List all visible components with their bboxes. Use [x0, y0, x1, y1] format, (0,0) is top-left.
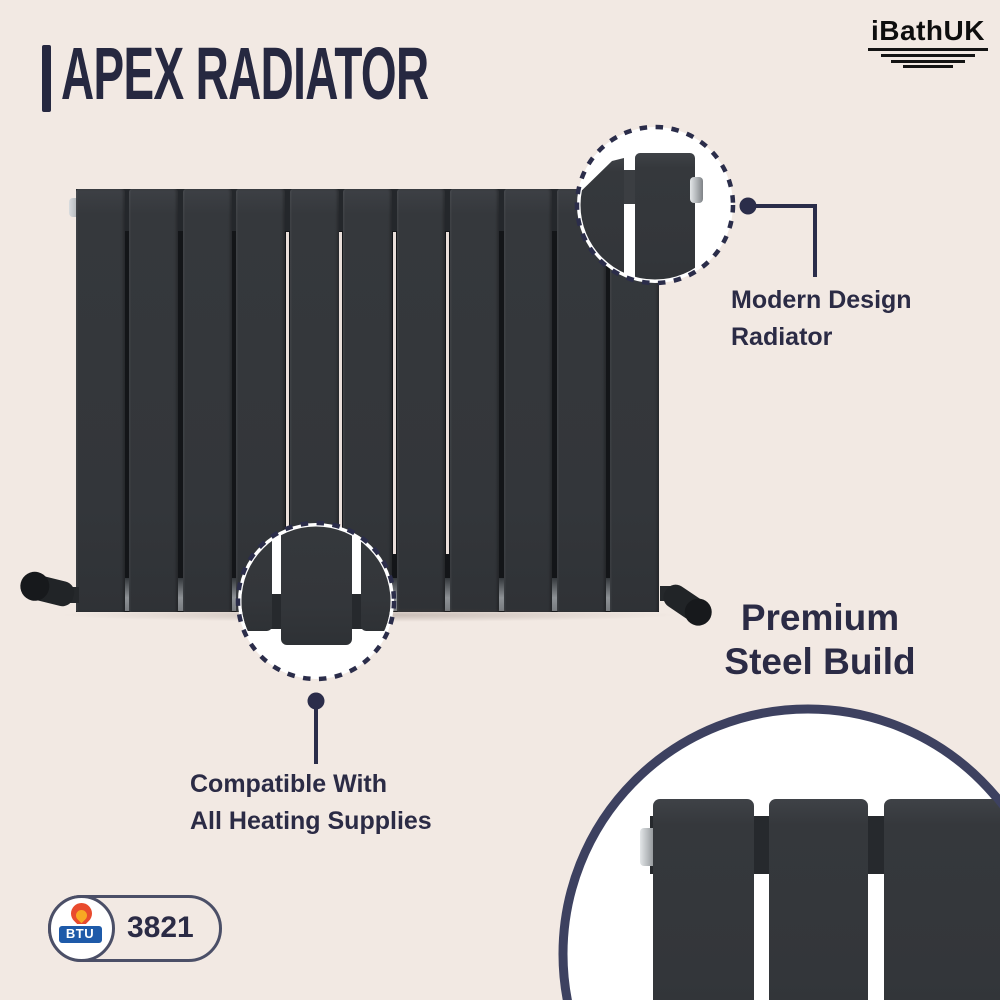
radiator-panel: [503, 189, 553, 612]
radiator-panel: [236, 189, 286, 612]
leader-dot: [307, 692, 325, 710]
radiator-panel: [129, 189, 179, 612]
radiator-gap-light: [446, 232, 450, 554]
radiator-gap-light: [392, 232, 396, 554]
radiator-panel: [396, 189, 446, 612]
page-title: APEX RADIATOR: [61, 32, 429, 115]
radiator-panel: [182, 189, 232, 612]
radiator-gap-light: [339, 232, 343, 554]
btu-rating-badge: BTU 3821: [47, 894, 222, 962]
brand-logo: iBathUK: [866, 15, 990, 69]
title-accent-bar: [42, 45, 51, 112]
steel-closeup-circle: [558, 704, 1000, 1000]
compatible-label: Compatible With All Heating Supplies: [190, 770, 432, 835]
leader-dot: [739, 197, 757, 215]
radiator-panel: [343, 189, 392, 612]
brand-logo-line: [868, 48, 988, 51]
leader-line: [748, 204, 817, 277]
radiator-panel: [76, 189, 125, 612]
brand-logo-line: [903, 65, 953, 69]
radiator-shadow: [58, 608, 680, 622]
radiator-image: [58, 189, 680, 622]
btu-logo-label: BTU: [56, 923, 104, 945]
radiator-gap-light: [286, 232, 289, 554]
brand-name: iBathUK: [871, 15, 985, 46]
air-vent-icon: [690, 177, 703, 203]
left-valve: [20, 571, 75, 607]
radiator-panel: [289, 189, 339, 612]
radiator-panels: [76, 189, 660, 612]
btu-value: 3821: [127, 911, 194, 944]
premium-steel-label: Premium Steel Build: [724, 597, 916, 682]
modern-design-label: Modern Design Radiator: [731, 286, 912, 351]
brand-logo-line: [891, 59, 965, 63]
radiator-panel: [556, 189, 606, 612]
brand-logo-line: [881, 53, 975, 57]
radiator-panel: [610, 189, 660, 612]
radiator-panel: [450, 189, 499, 612]
btu-logo: BTU: [47, 894, 115, 962]
air-vent-icon: [640, 828, 657, 866]
